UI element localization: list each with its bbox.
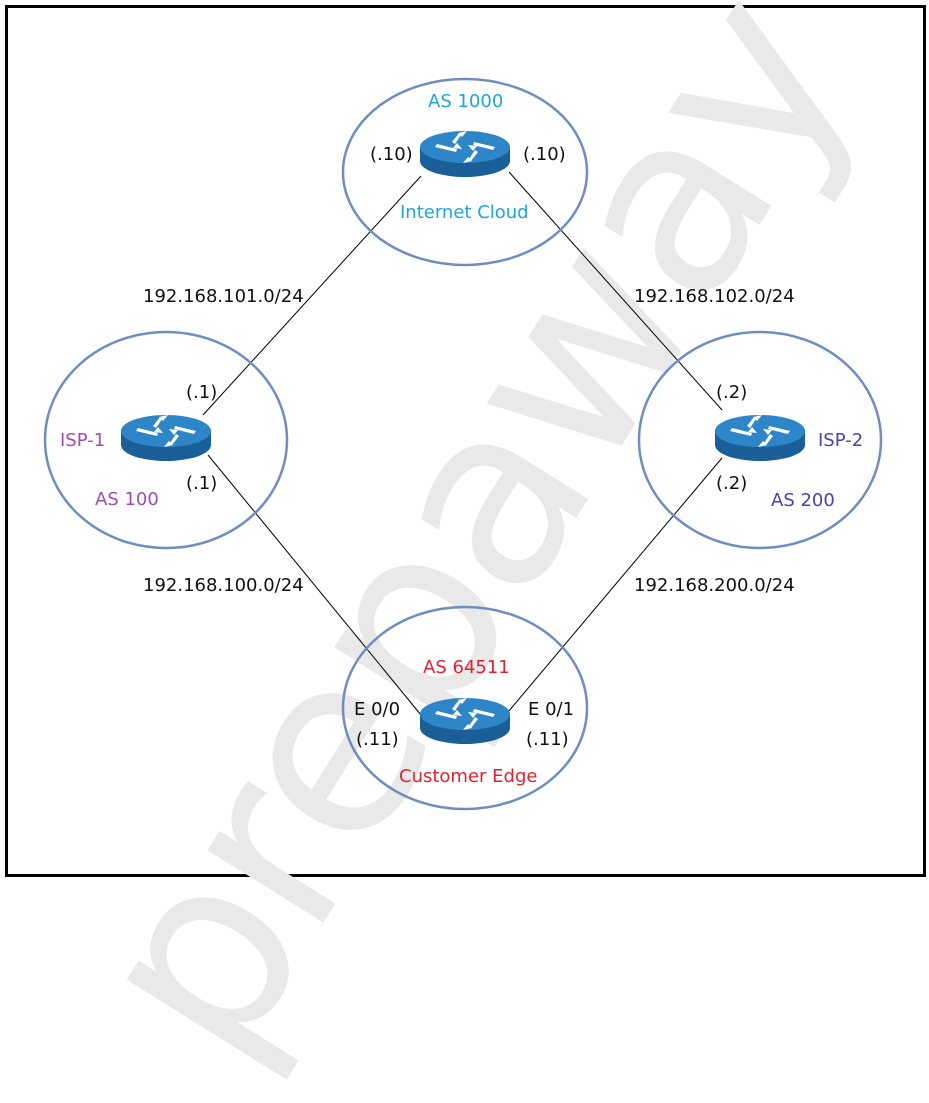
cloud-as-label: AS 1000: [428, 91, 504, 112]
link-isp2-customer: [507, 457, 723, 713]
customer-router-icon: [420, 698, 510, 744]
isp1-as-circle: [43, 330, 289, 550]
subnet-cloud-isp2: 192.168.102.0/24: [634, 286, 795, 307]
subnet-isp2-customer: 192.168.200.0/24: [634, 575, 795, 596]
isp2-as-label: AS 200: [771, 490, 835, 511]
isp2-name-label: ISP-2: [818, 430, 864, 451]
isp2-bottom-ip: (.2): [716, 473, 748, 494]
network-diagram: [43, 77, 883, 811]
link-isp1-customer: [207, 454, 422, 716]
cloud-as-circle: [341, 77, 589, 267]
isp2-top-ip: (.2): [716, 382, 748, 403]
isp1-as-label: AS 100: [95, 489, 159, 510]
isp1-top-ip: (.1): [186, 382, 218, 403]
cloud-right-ip: (.10): [523, 144, 566, 165]
customer-left-ip: (.11): [356, 729, 399, 750]
customer-as-circle: [341, 605, 589, 811]
customer-right-interface: E 0/1: [528, 699, 575, 720]
link-cloud-isp2: [508, 171, 723, 411]
customer-name-label: Customer Edge: [399, 766, 538, 787]
customer-right-ip: (.11): [526, 729, 569, 750]
cloud-name-label: Internet Cloud: [400, 202, 529, 223]
cloud-left-ip: (.10): [370, 144, 413, 165]
isp2-as-circle: [637, 330, 883, 550]
diagram-frame: [5, 5, 926, 877]
cloud-router-icon: [420, 131, 510, 177]
subnet-isp1-customer: 192.168.100.0/24: [143, 575, 304, 596]
isp2-router-icon: [715, 415, 805, 461]
link-isp1-cloud: [202, 175, 422, 416]
customer-left-interface: E 0/0: [354, 699, 401, 720]
isp1-name-label: ISP-1: [60, 430, 106, 451]
subnet-isp1-cloud: 192.168.101.0/24: [143, 286, 304, 307]
isp1-bottom-ip: (.1): [186, 473, 218, 494]
isp1-router-icon: [121, 415, 211, 461]
customer-as-label: AS 64511: [423, 657, 510, 678]
